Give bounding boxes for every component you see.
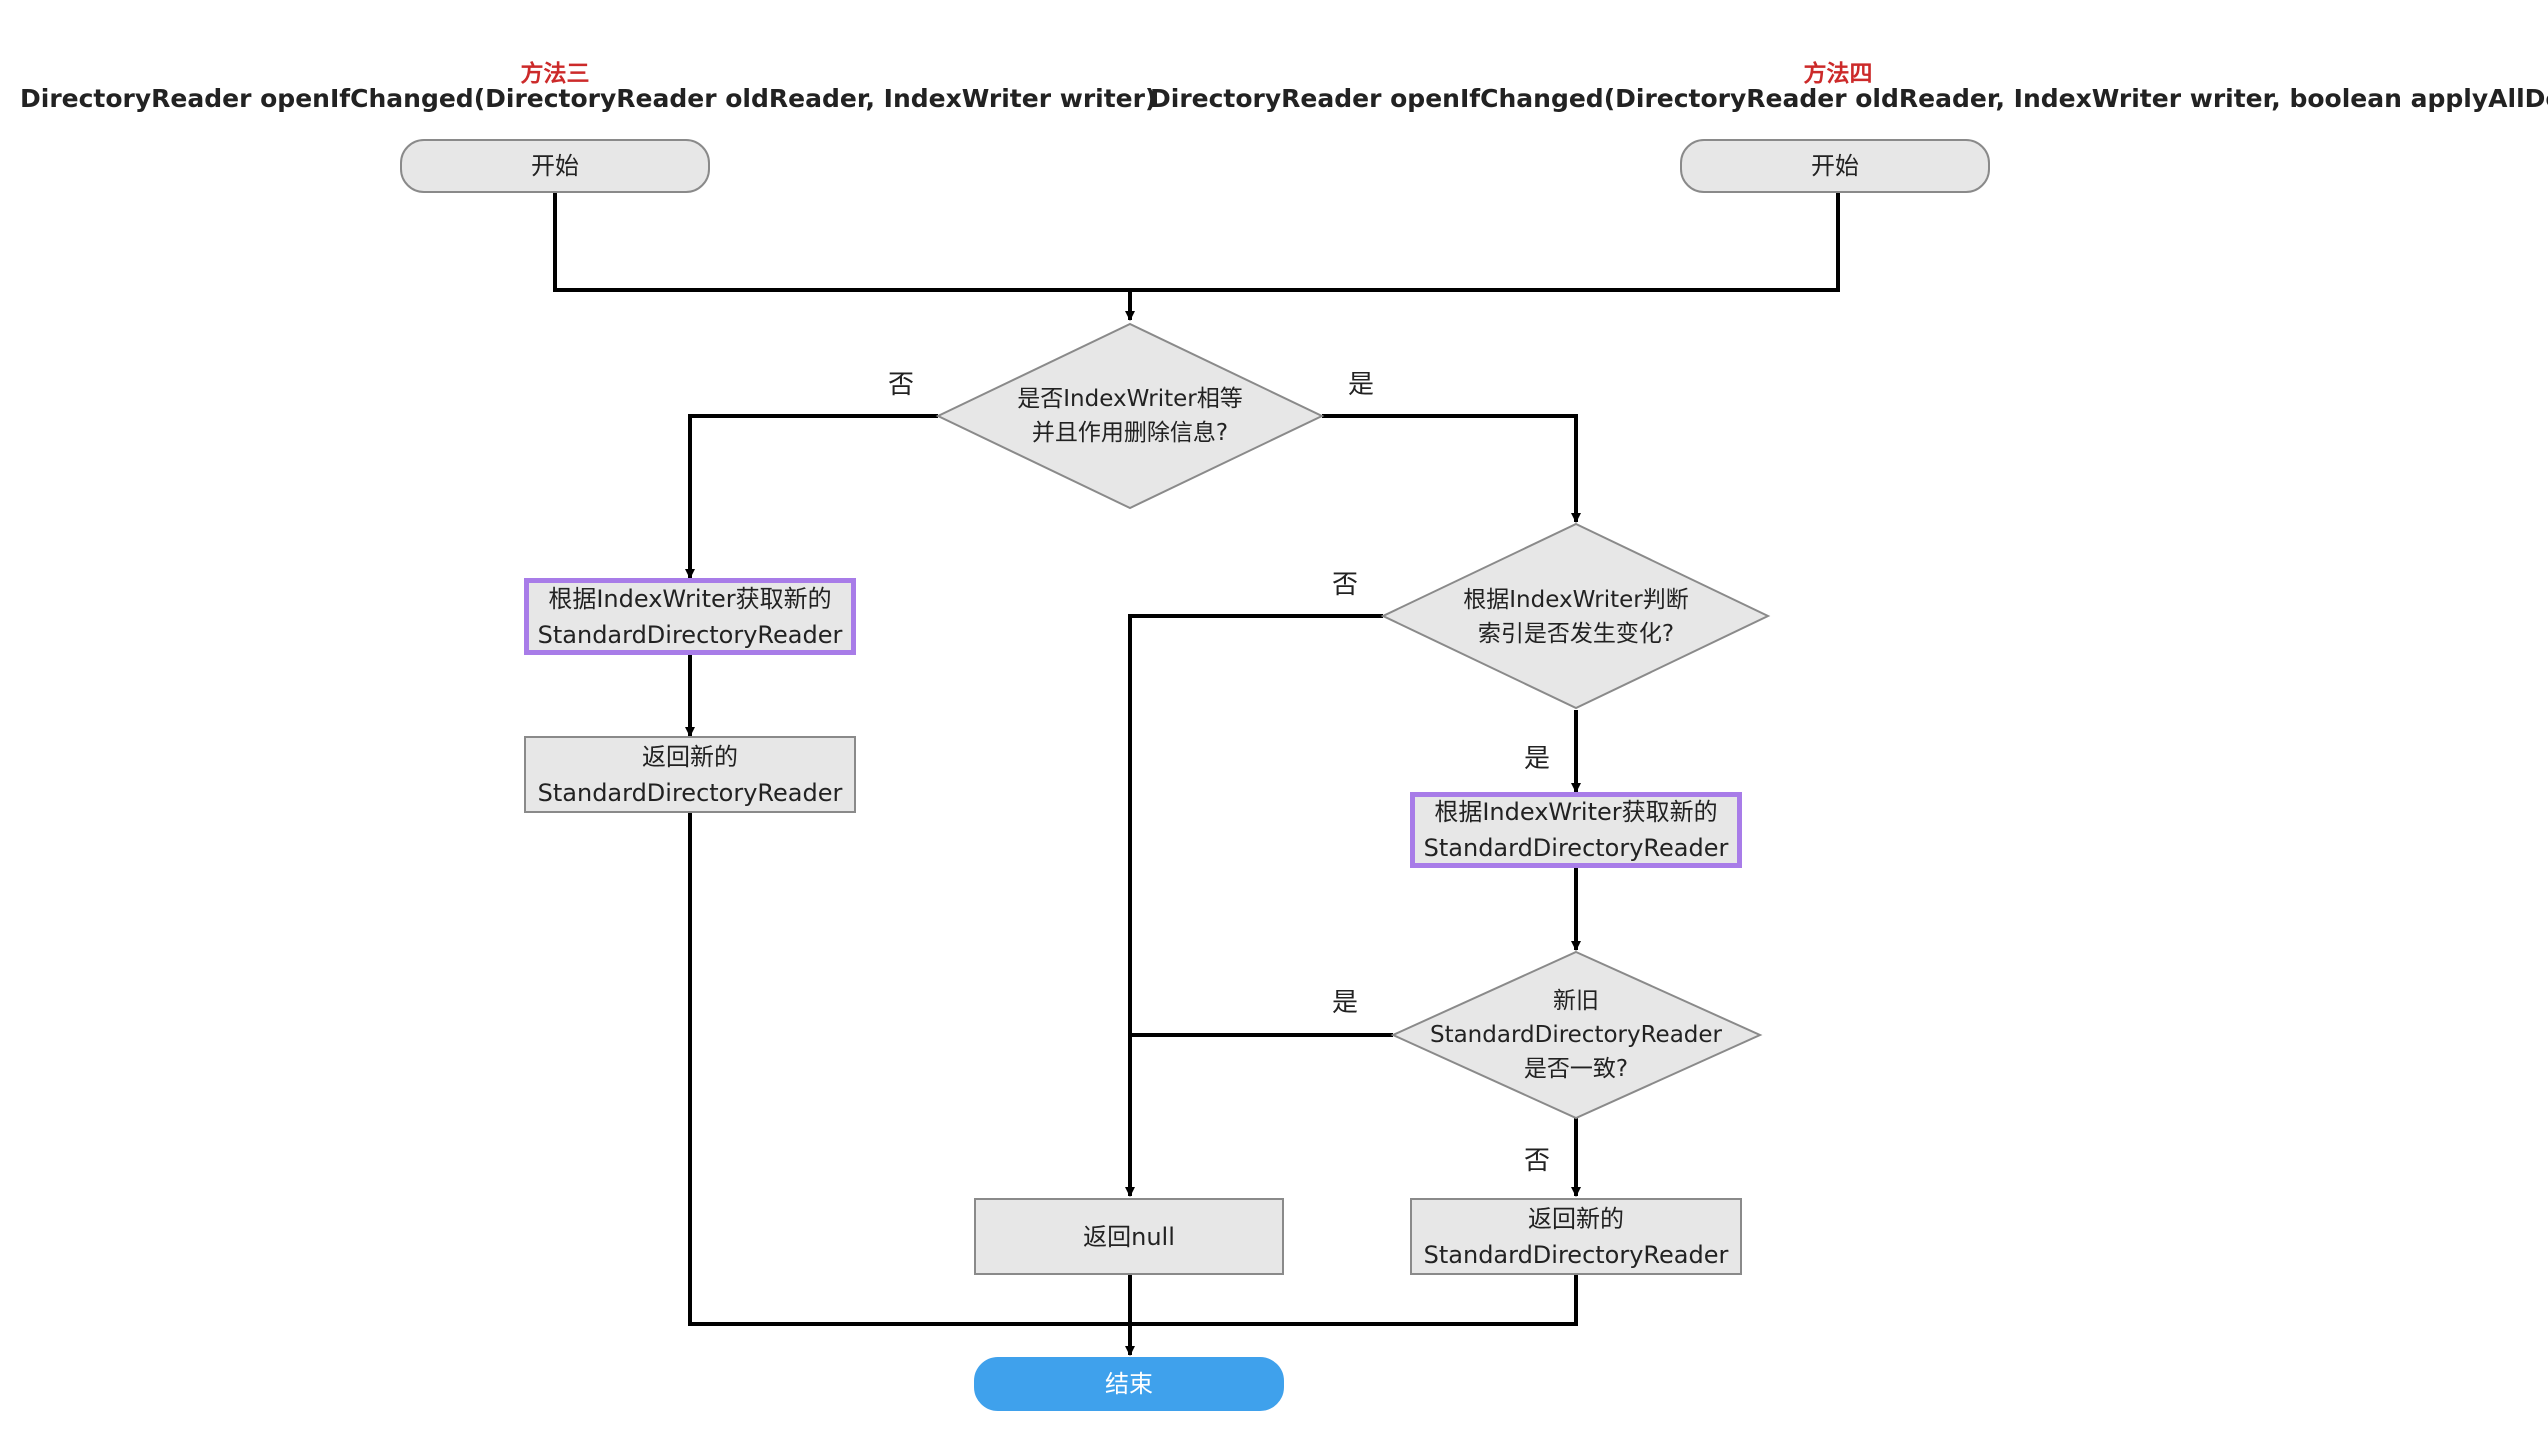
decision1-no-label: 否	[888, 370, 915, 400]
method3-signature: DirectoryReader openIfChanged(DirectoryR…	[20, 84, 1157, 113]
decision2-line1: 根据IndexWriter判断	[1463, 587, 1689, 613]
right-return-new-node[interactable]: 返回新的 StandardDirectoryReader	[1410, 1198, 1742, 1275]
decision3-no-label: 否	[1524, 1146, 1551, 1176]
method3-name: 方法三	[520, 61, 590, 87]
decision1-line2: 并且作用删除信息?	[1031, 420, 1229, 446]
method3-start-node[interactable]: 开始	[400, 139, 710, 193]
edge-start3-merge	[553, 193, 1135, 321]
return-null-label: 返回null	[1083, 1222, 1175, 1251]
edge-leftreturn-end	[688, 813, 1130, 1326]
edge-d1-no	[685, 414, 938, 579]
right-return-new-line1: 返回新的	[1528, 1204, 1624, 1233]
method4-signature: DirectoryReader openIfChanged(DirectoryR…	[1150, 84, 2548, 113]
decision2-yes-label: 是	[1524, 744, 1551, 774]
right-return-new-line2: StandardDirectoryReader	[1423, 1240, 1729, 1269]
method4-start-label: 开始	[1811, 152, 1859, 180]
method4-name: 方法四	[1803, 61, 1873, 87]
decision3-shape	[1390, 950, 1763, 1120]
decision3-line2: StandardDirectoryReader	[1429, 1022, 1723, 1048]
right-get-reader-node[interactable]: 根据IndexWriter获取新的 StandardDirectoryReade…	[1410, 792, 1742, 868]
left-get-reader-node[interactable]: 根据IndexWriter获取新的 StandardDirectoryReade…	[524, 578, 856, 655]
right-get-reader-line1: 根据IndexWriter获取新的	[1434, 798, 1718, 826]
left-return-new-node[interactable]: 返回新的 StandardDirectoryReader	[524, 736, 856, 813]
edge-d1-yes	[1322, 414, 1581, 523]
decision2-line2: 索引是否发生变化?	[1477, 621, 1675, 647]
decision1-line1: 是否IndexWriter相等	[1017, 386, 1243, 412]
decision3-line1: 新旧	[1553, 988, 1599, 1014]
edge-start4-merge	[1130, 193, 1840, 292]
decision1-yes-label: 是	[1348, 370, 1375, 400]
right-get-reader-line2: StandardDirectoryReader	[1423, 834, 1729, 862]
left-get-reader-line1: 根据IndexWriter获取新的	[548, 584, 832, 613]
decision1-shape	[935, 322, 1325, 510]
end-label: 结束	[1105, 1370, 1153, 1398]
decision1-text: 是否IndexWriter相等 并且作用删除信息?	[960, 370, 1300, 462]
left-get-reader-line2: StandardDirectoryReader	[537, 620, 843, 649]
decision3-line3: 是否一致?	[1523, 1056, 1629, 1082]
decision2-no-label: 否	[1332, 570, 1359, 600]
method4-start-node[interactable]: 开始	[1680, 139, 1990, 193]
decision2-shape	[1380, 522, 1771, 710]
decision2-text: 根据IndexWriter判断 索引是否发生变化?	[1416, 572, 1736, 662]
edge-d2-no	[1125, 614, 1383, 1197]
return-null-node[interactable]: 返回null	[974, 1198, 1284, 1275]
end-node[interactable]: 结束	[974, 1357, 1284, 1411]
decision3-yes-label: 是	[1332, 988, 1359, 1018]
method3-start-label: 开始	[531, 152, 579, 180]
decision3-text: 新旧 StandardDirectoryReader 是否一致?	[1400, 982, 1752, 1088]
left-return-new-line2: StandardDirectoryReader	[537, 778, 843, 807]
left-return-new-line1: 返回新的	[642, 742, 738, 771]
edge-rightreturn-end	[1130, 1275, 1578, 1326]
